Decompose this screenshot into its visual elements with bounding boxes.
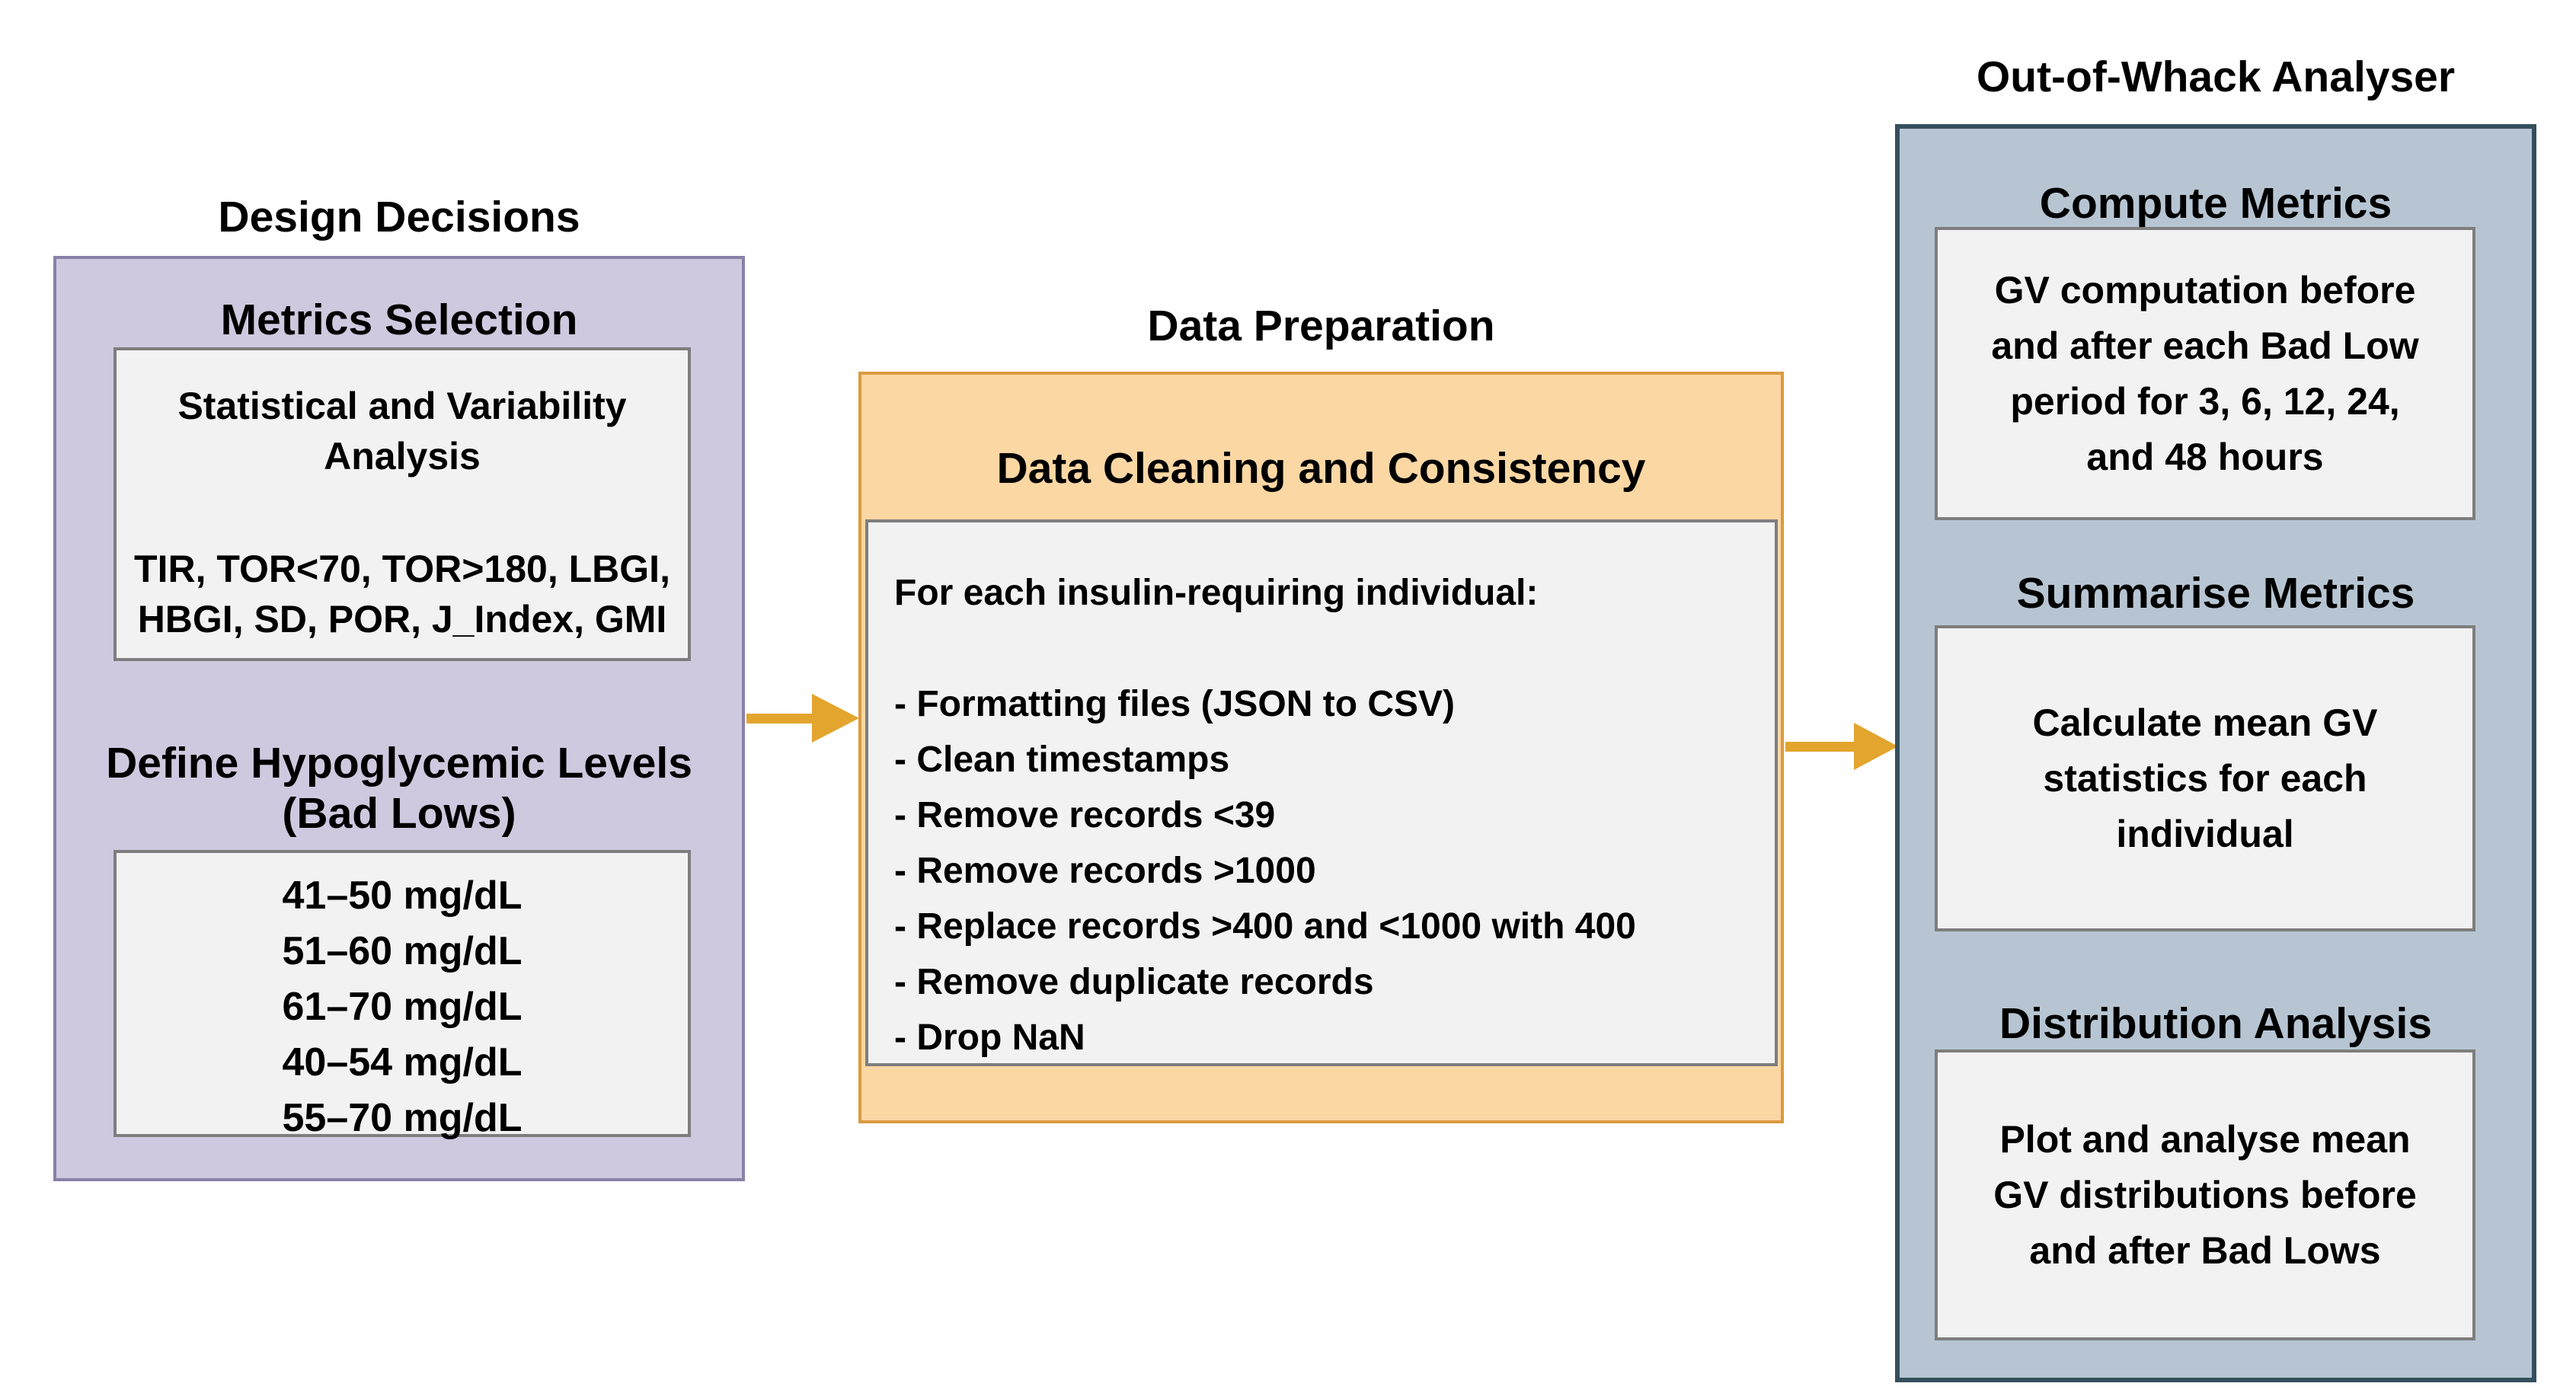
cleaning-step: - Replace records >400 and <1000 with 40… (894, 906, 1636, 947)
compute-metrics-line: period for 3, 6, 12, 24, (2010, 379, 2400, 423)
level-range: 51–60 mg/dL (282, 929, 523, 973)
cleaning-step: - Remove duplicate records (894, 962, 1374, 1002)
design-decisions-box: Metrics Selection Statistical and Variab… (53, 256, 745, 1181)
flow-arrow-preparation-to-analyser-head (1854, 723, 1898, 770)
cleaning-intro: For each insulin-requiring individual: (894, 573, 1539, 613)
distribution-analysis-line: GV distributions before (1993, 1173, 2417, 1216)
distribution-analysis-panel: Plot and analyse mean GV distributions b… (1935, 1049, 2475, 1340)
compute-metrics-heading: Compute Metrics (2039, 179, 2392, 228)
blank-line (894, 621, 1749, 676)
data-cleaning-heading: Data Cleaning and Consistency (996, 444, 1646, 493)
summarise-metrics-line: statistics for each (2043, 756, 2367, 800)
summarise-metrics-heading: Summarise Metrics (2016, 569, 2415, 618)
level-range: 55–70 mg/dL (282, 1096, 523, 1140)
compute-metrics-panel: GV computation before and after each Bad… (1935, 227, 2475, 520)
out-of-whack-analyser-box: Compute Metrics GV computation before an… (1895, 124, 2536, 1382)
cleaning-step: - Formatting files (JSON to CSV) (894, 684, 1456, 724)
data-cleaning-panel: For each insulin-requiring individual: -… (865, 519, 1778, 1066)
hypoglycemic-levels-heading-line: (Bad Lows) (282, 789, 516, 838)
level-range: 61–70 mg/dL (282, 985, 523, 1029)
summarise-metrics-line: Calculate mean GV (2032, 701, 2378, 744)
compute-metrics-line: GV computation before (1994, 268, 2416, 311)
distribution-analysis-line: Plot and analyse mean (1999, 1117, 2411, 1161)
metrics-list-text: TIR, TOR<70, TOR>180, LBGI, HBGI, SD, PO… (117, 544, 688, 644)
level-range: 41–50 mg/dL (282, 874, 523, 918)
hypoglycemic-levels-heading-line: Define Hypoglycemic Levels (106, 739, 692, 787)
compute-metrics-line: and 48 hours (2086, 435, 2324, 478)
statistical-analysis-line: Analysis (324, 435, 481, 478)
flow-arrow-preparation-to-analyser (1785, 742, 1855, 752)
level-range: 40–54 mg/dL (282, 1040, 523, 1085)
design-decisions-title: Design Decisions (218, 193, 580, 241)
hypoglycemic-levels-heading: Define Hypoglycemic Levels (Bad Lows) (56, 738, 742, 839)
cleaning-step: - Remove records >1000 (894, 851, 1316, 891)
distribution-analysis-line: and after Bad Lows (2029, 1228, 2381, 1272)
summarise-metrics-panel: Calculate mean GV statistics for each in… (1935, 625, 2475, 931)
metrics-selection-heading: Metrics Selection (220, 295, 578, 344)
flow-arrow-design-to-preparation-head (812, 694, 859, 743)
metrics-list-line: TIR, TOR<70, TOR>180, LBGI, (134, 548, 670, 590)
distribution-analysis-heading: Distribution Analysis (1999, 999, 2432, 1048)
statistical-analysis-text: Statistical and Variability Analysis (117, 381, 688, 481)
cleaning-step: - Clean timestamps (894, 740, 1230, 780)
metrics-selection-panel: Statistical and Variability Analysis TIR… (113, 347, 691, 661)
out-of-whack-analyser-title: Out-of-Whack Analyser (1976, 53, 2456, 101)
cleaning-step: - Drop NaN (894, 1017, 1085, 1058)
data-preparation-title: Data Preparation (1147, 302, 1495, 350)
data-preparation-box: Data Cleaning and Consistency For each i… (858, 372, 1784, 1123)
summarise-metrics-line: individual (2116, 812, 2294, 855)
metrics-list-line: HBGI, SD, POR, J_Index, GMI (137, 598, 667, 640)
compute-metrics-line: and after each Bad Low (1991, 324, 2419, 367)
statistical-analysis-line: Statistical and Variability (177, 385, 627, 427)
cleaning-step: - Remove records <39 (894, 795, 1276, 835)
flow-arrow-design-to-preparation (746, 714, 813, 724)
hypoglycemic-levels-panel: 41–50 mg/dL 51–60 mg/dL 61–70 mg/dL 40–5… (113, 850, 691, 1140)
